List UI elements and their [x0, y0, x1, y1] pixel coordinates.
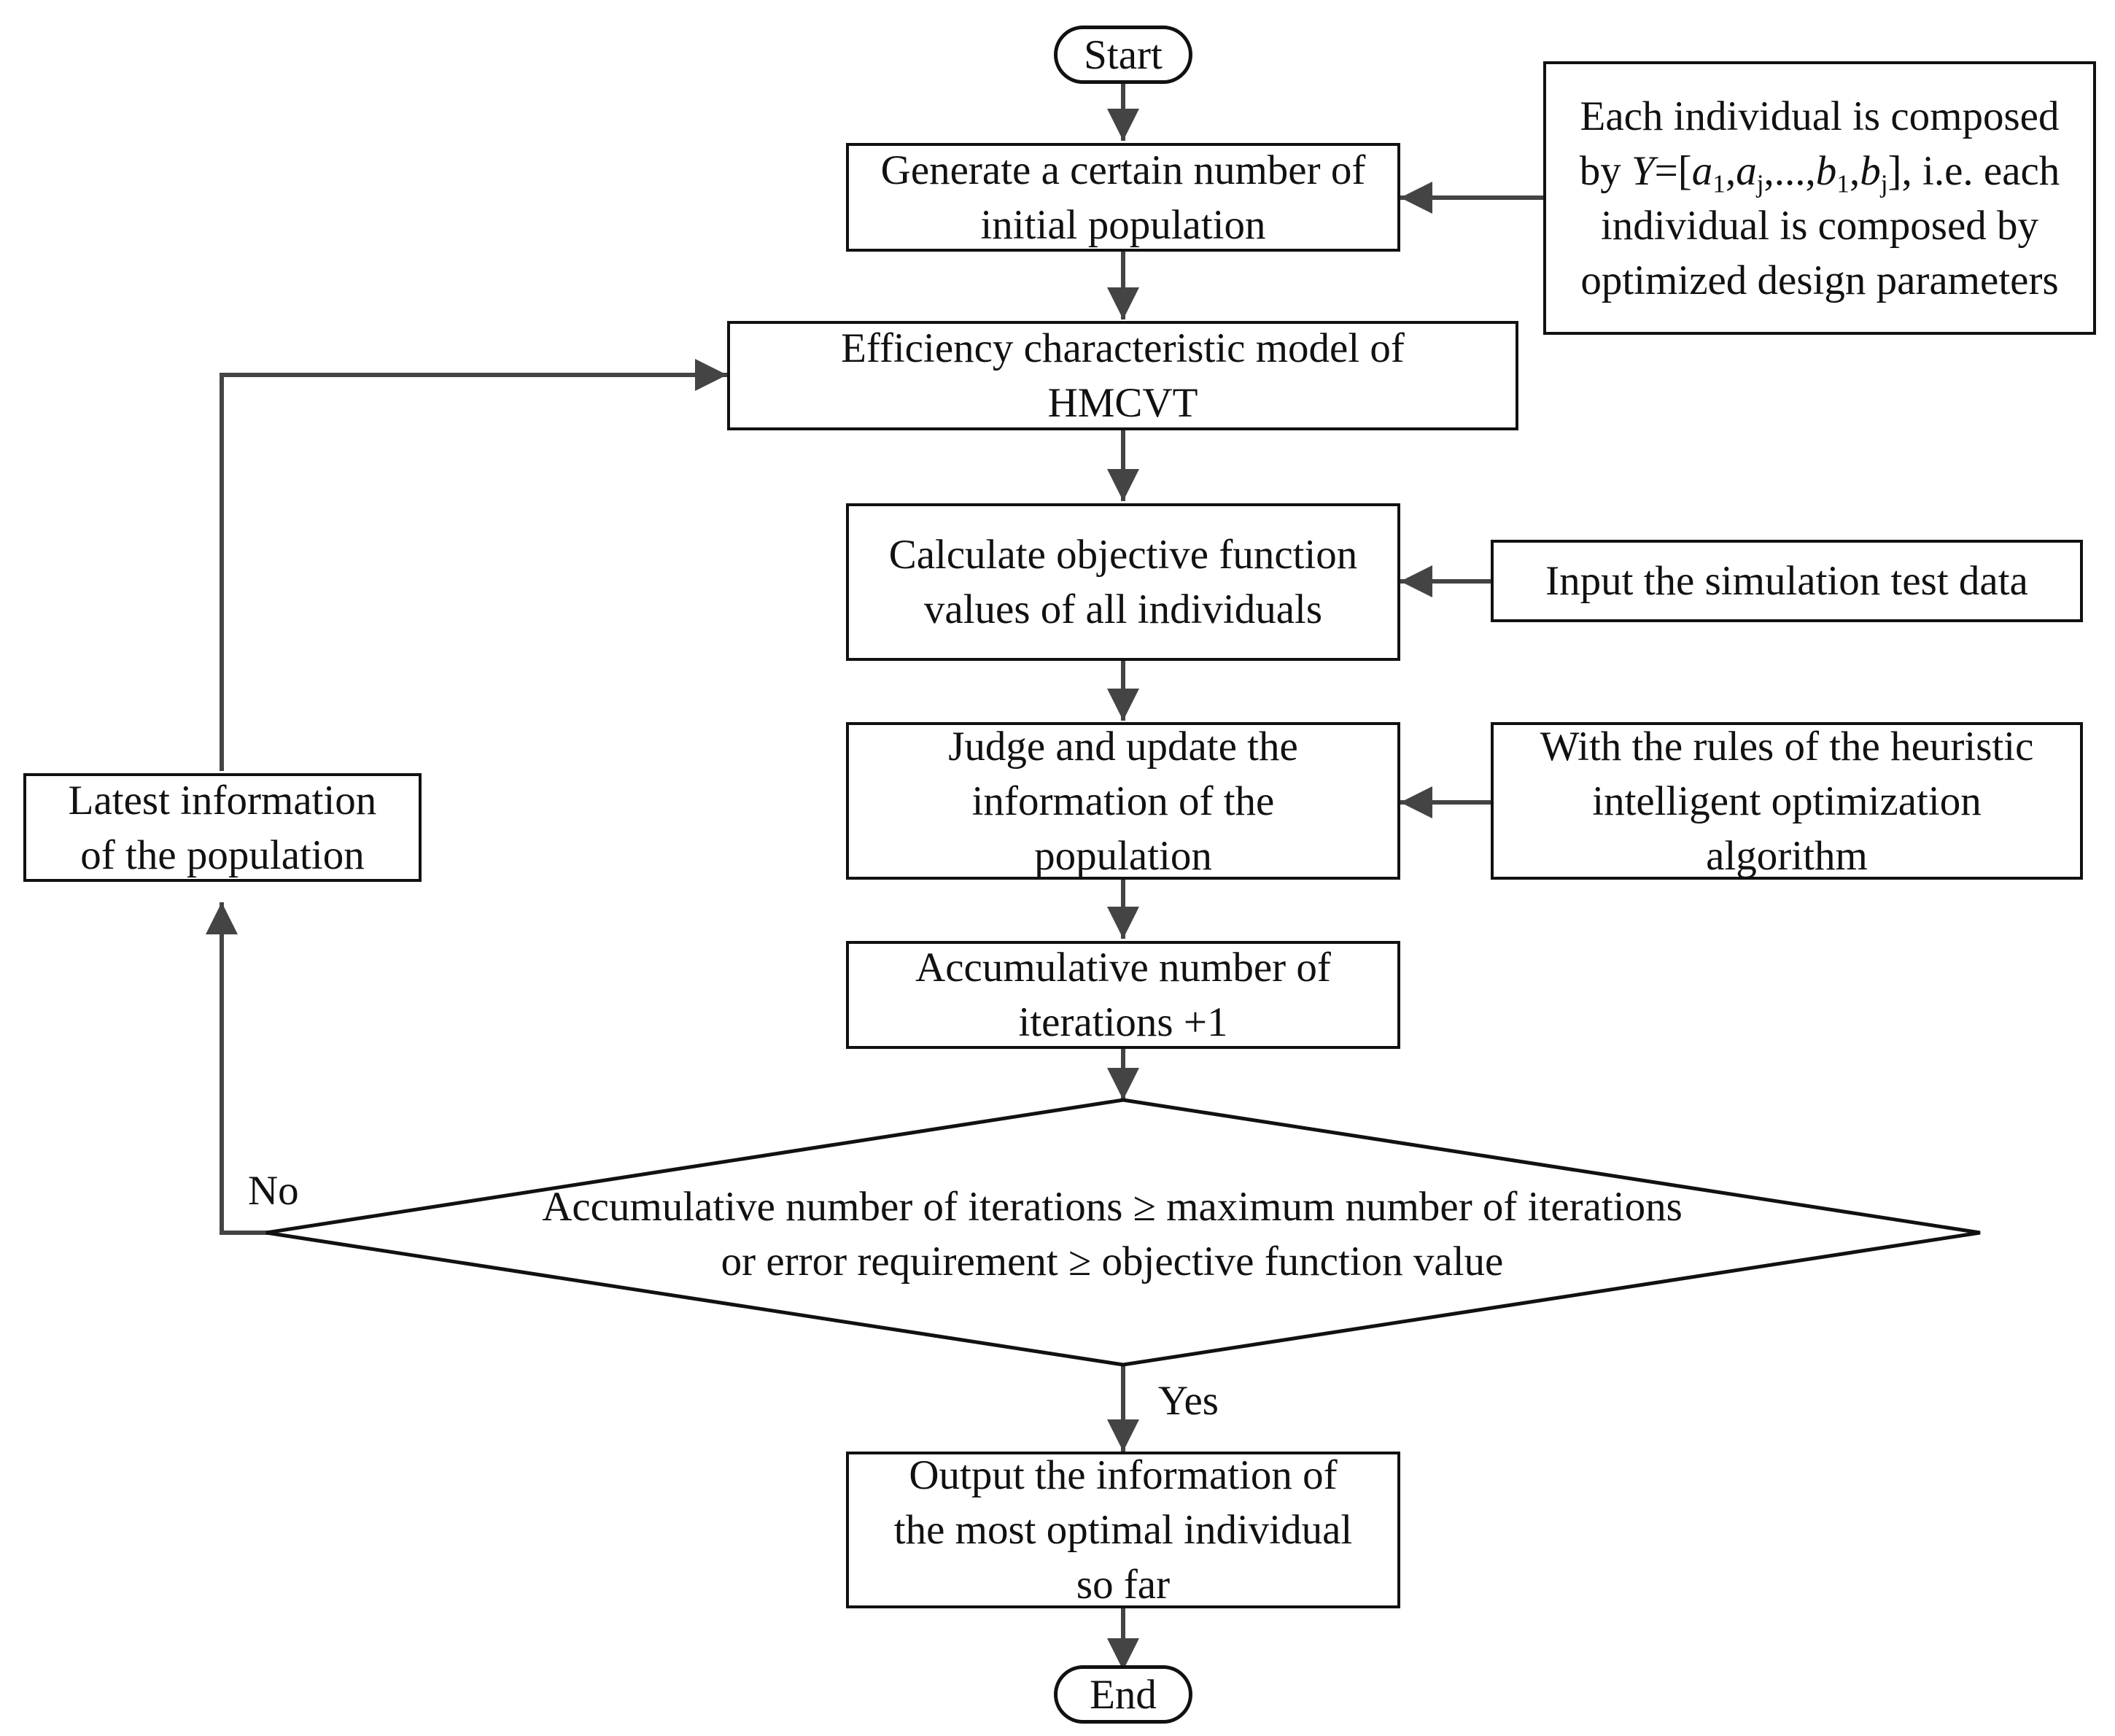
rules-line-3: algorithm — [1706, 832, 1868, 879]
individual-line-2: by Y=[a1,aj,...,b1,bj], i.e. each — [1579, 147, 2060, 198]
judge-line-1: Judge and update the — [948, 723, 1298, 770]
efficiency-line-1: Efficiency characteristic model of — [841, 325, 1405, 371]
calculate-line-2: values of all individuals — [923, 586, 1323, 632]
calculate-objective-box: Calculate objective function values of a… — [846, 503, 1400, 661]
generate-line-1: Generate a certain number of — [880, 147, 1366, 193]
end-terminal: End — [1054, 1665, 1192, 1724]
output-line-3: so far — [1076, 1562, 1171, 1608]
latest-line-2: of the population — [80, 832, 365, 878]
decision-line-1: Accumulative number of iterations ≥ maxi… — [542, 1184, 1683, 1230]
generate-line-2: initial population — [980, 201, 1266, 248]
end-label: End — [1090, 1671, 1157, 1718]
generate-population-box: Generate a certain number of initial pop… — [846, 143, 1400, 252]
rules-line-2: intelligent optimization — [1592, 778, 1982, 824]
arrow-latest-efficiency — [220, 359, 727, 771]
output-line-1: Output the information of — [909, 1452, 1338, 1498]
input-data-box: Input the simulation test data — [1491, 540, 2083, 622]
decision-text: Accumulative number of iterations ≥ maxi… — [365, 1179, 1860, 1289]
output-optimal-box: Output the information of the most optim… — [846, 1452, 1400, 1608]
efficiency-model-box: Efficiency characteristic model of HMCVT — [727, 321, 1518, 430]
latest-line-1: Latest information — [68, 777, 377, 824]
individual-line-4: optimized design parameters — [1580, 257, 2059, 303]
individual-definition-box: Each individual is composed by Y=[a1,aj,… — [1543, 61, 2096, 335]
efficiency-line-2: HMCVT — [1047, 380, 1198, 426]
calculate-line-1: Calculate objective function — [888, 532, 1358, 578]
heuristic-rules-box: With the rules of the heuristic intellig… — [1491, 722, 2083, 880]
start-label: Start — [1084, 31, 1163, 78]
arrow-no-latest — [206, 902, 270, 1235]
rules-line-1: With the rules of the heuristic — [1540, 723, 2034, 770]
judge-update-box: Judge and update the information of the … — [846, 722, 1400, 880]
output-line-2: the most optimal individual — [893, 1507, 1353, 1553]
judge-line-3: population — [1034, 832, 1212, 879]
accumulate-line-1: Accumulative number of — [915, 945, 1331, 991]
accumulate-line-2: iterations +1 — [1018, 999, 1228, 1045]
input-data-label: Input the simulation test data — [1545, 558, 2028, 604]
individual-line-3: individual is composed by — [1600, 202, 2038, 249]
no-label: No — [248, 1168, 299, 1214]
start-terminal: Start — [1054, 26, 1192, 84]
yes-label: Yes — [1158, 1378, 1219, 1424]
decision-diamond — [265, 1098, 1981, 1367]
individual-line-1: Each individual is composed — [1580, 93, 2060, 139]
latest-information-box: Latest information of the population — [23, 773, 422, 882]
judge-line-2: information of the — [971, 778, 1275, 824]
decision-line-2: or error requirement ≥ objective functio… — [721, 1239, 1504, 1284]
accumulate-iterations-box: Accumulative number of iterations +1 — [846, 941, 1400, 1049]
